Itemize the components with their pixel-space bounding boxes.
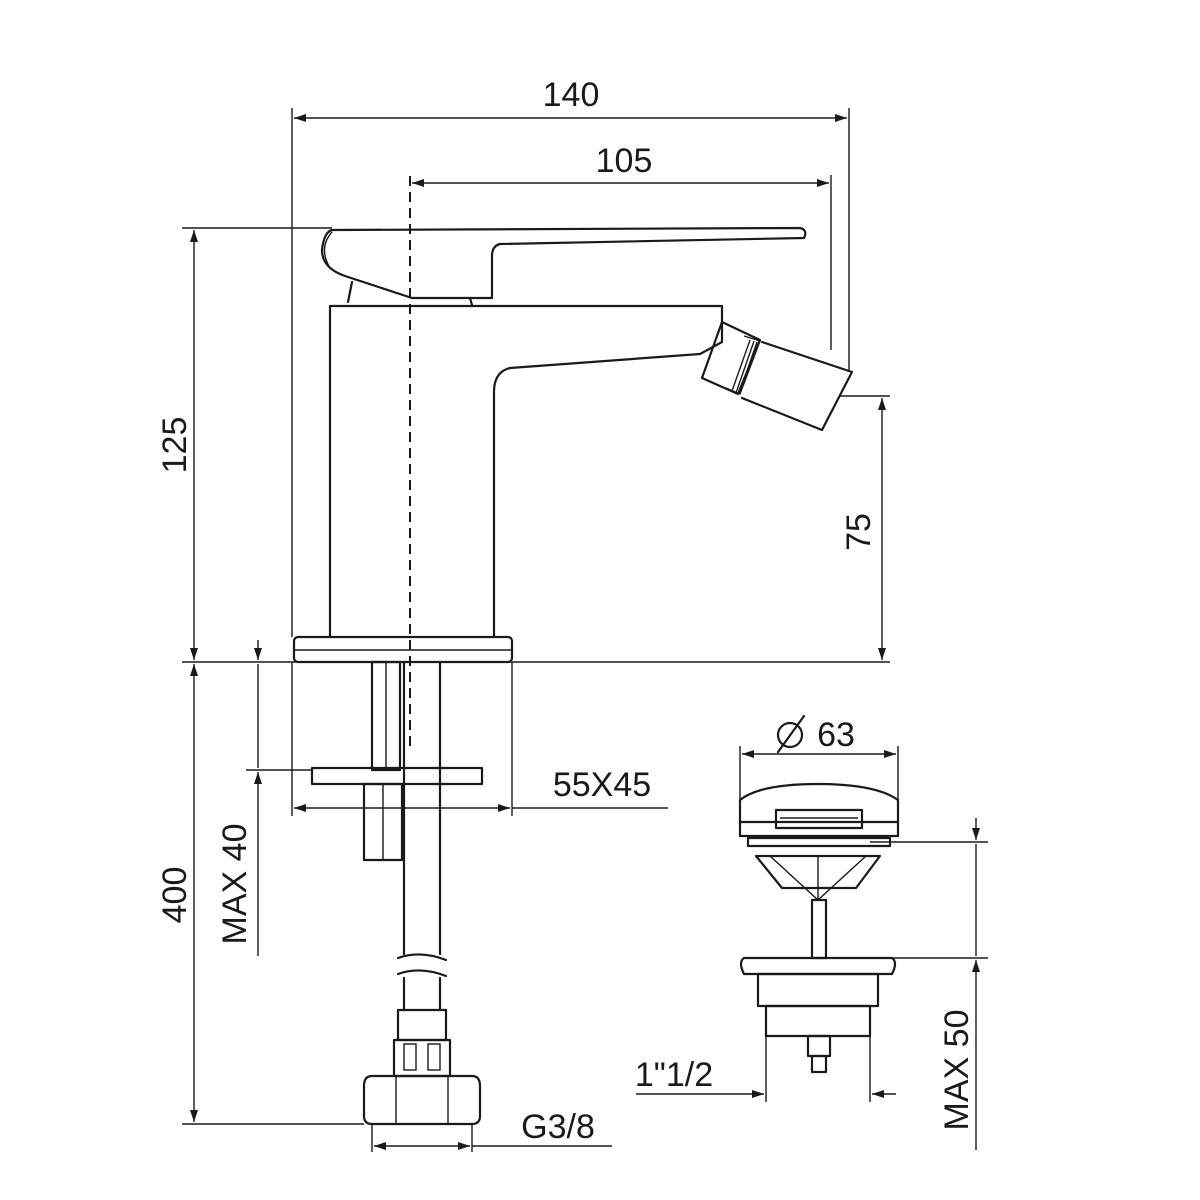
hose-fitting — [362, 1008, 482, 1126]
waste-stem — [810, 898, 828, 960]
diameter-symbol — [776, 714, 806, 754]
label-waste-thread: 1"1/2 — [635, 1056, 713, 1094]
label-waste-diameter: 63 — [817, 716, 855, 754]
flexible-hose — [396, 660, 448, 1012]
label-max-waste-thickness: MAX 50 — [938, 1010, 976, 1131]
lever-edge — [323, 231, 333, 269]
waste-thread-body — [764, 1004, 872, 1038]
spout-nozzle — [700, 320, 854, 432]
label-max-deck-thickness: MAX 40 — [216, 824, 254, 945]
label-height: 125 — [156, 417, 194, 474]
lever-handle — [320, 226, 807, 300]
waste-body-flange — [739, 956, 897, 976]
waste-cap — [738, 782, 900, 824]
faucet-body — [292, 226, 854, 664]
label-spout-height: 75 — [840, 513, 878, 551]
dimension-lines — [182, 108, 988, 1152]
pop-up-waste — [738, 782, 900, 1074]
base-ring — [292, 635, 514, 664]
label-fixing-plate: 55X45 — [553, 766, 651, 804]
label-connection-thread: G3/8 — [521, 1108, 595, 1146]
mounting-assembly — [310, 660, 484, 1126]
label-overall-width: 140 — [543, 76, 600, 114]
label-hose-length: 400 — [156, 867, 194, 924]
label-spout-reach: 105 — [596, 142, 653, 180]
waste-spider — [754, 854, 882, 890]
faucet-main-body — [328, 304, 724, 639]
lever-base — [346, 280, 474, 307]
